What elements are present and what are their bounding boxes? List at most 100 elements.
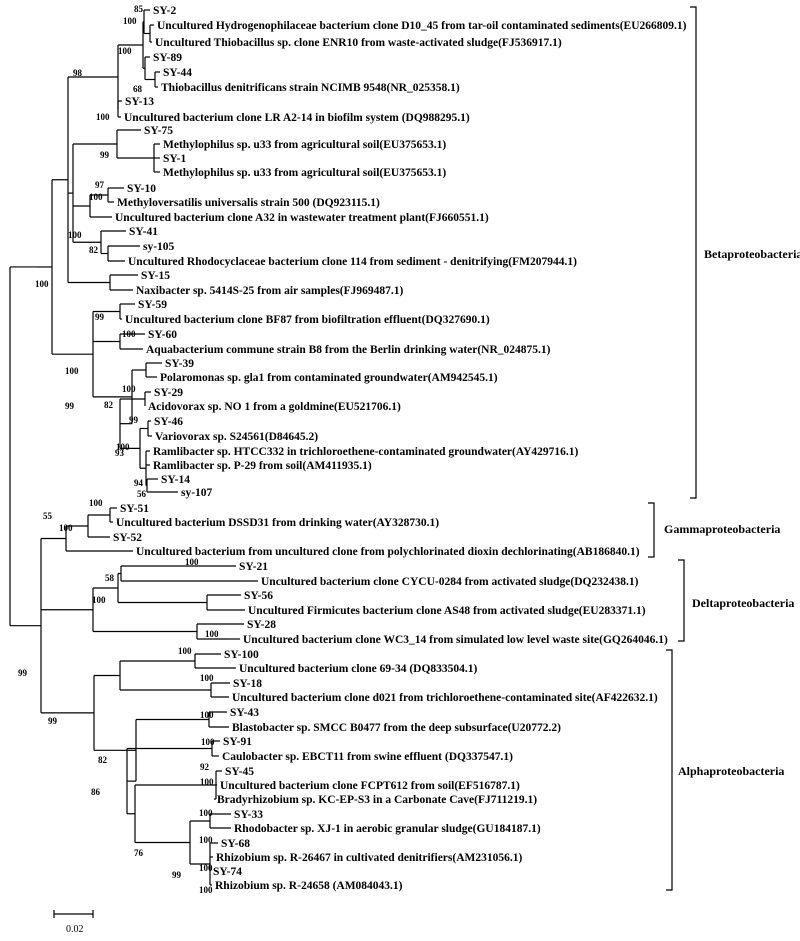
- bootstrap-value: 97: [95, 180, 105, 190]
- leaf-label: SY-39: [165, 358, 194, 370]
- leaf-label: Uncultured bacterium clone d021 from tri…: [232, 692, 658, 704]
- leaf-label: Bradyrhizobium sp. KC-EP-S3 in a Carbona…: [217, 794, 537, 806]
- leaf-label: sy-107: [181, 487, 213, 499]
- leaf-label: SY-15: [141, 270, 170, 282]
- leaf-label: Uncultured bacterium clone WC3_14 from s…: [243, 634, 668, 646]
- leaf-label: Acidovorax sp. NO 1 from a goldmine(EU52…: [148, 401, 401, 413]
- leaf-label: Rhizobium sp. R-26467 in cultivated deni…: [216, 852, 523, 864]
- leaf-label: Rhodobacter sp. XJ-1 in aerobic granular…: [234, 823, 541, 835]
- leaf-label: SY-33: [234, 809, 263, 821]
- leaf-label: SY-1: [163, 153, 186, 165]
- leaf-label: Thiobacillus denitrificans strain NCIMB …: [161, 82, 460, 94]
- leaf-label: Ramlibacter sp. HTCC332 in trichloroethe…: [153, 446, 579, 458]
- bootstrap-value: 99: [48, 716, 58, 726]
- leaf-label: SY-74: [213, 866, 242, 878]
- bootstrap-value: 82: [104, 400, 114, 410]
- bootstrap-value: 100: [201, 737, 215, 747]
- leaf-label: Ramlibacter sp. P-29 from soil(AM411935.…: [153, 460, 372, 472]
- bootstrap-value: 100: [89, 192, 103, 202]
- bootstrap-value: 100: [199, 808, 213, 818]
- bootstrap-value: 98: [73, 68, 83, 78]
- leaf-label: Naxibacter sp. 5414S-25 from air samples…: [136, 285, 404, 297]
- leaf-label: Uncultured bacterium clone BF87 from bio…: [125, 314, 490, 326]
- bracket-deltaproteobacteria: [678, 559, 685, 642]
- bootstrap-value: 100: [199, 863, 213, 873]
- leaf-label: sy-105: [143, 241, 175, 253]
- leaf-label: Uncultured bacterium DSSD31 from drinkin…: [116, 517, 439, 529]
- bootstrap-value: 100: [59, 523, 73, 533]
- clade-brackets: BetaproteobacteriaGammaproteobacteriaDel…: [648, 6, 800, 891]
- leaf-label: SY-44: [163, 67, 192, 79]
- leaf-label: SY-68: [221, 838, 250, 850]
- leaf-label: SY-91: [223, 736, 252, 748]
- bootstrap-value: 99: [65, 401, 75, 411]
- bootstrap-value: 56: [137, 489, 147, 499]
- leaf-label: SY-45: [225, 766, 254, 778]
- leaf-label: SY-13: [125, 96, 154, 108]
- bootstrap-value: 76: [134, 848, 144, 858]
- leaf-label: SY-46: [154, 416, 183, 428]
- bootstrap-value: 99: [129, 415, 139, 425]
- bootstrap-value: 100: [118, 46, 132, 56]
- clade-label: Betaproteobacteria: [704, 247, 800, 261]
- bootstrap-value: 100: [200, 710, 214, 720]
- bootstrap-value: 100: [185, 557, 199, 567]
- leaf-label: SY-10: [127, 183, 156, 195]
- leaf-label: SY-75: [144, 125, 173, 137]
- leaf-label: Methylophilus sp. u33 from agricultural …: [163, 167, 446, 179]
- leaf-label: SY-41: [129, 226, 158, 238]
- tree-branches: [9, 9, 258, 886]
- leaf-label: SY-18: [233, 678, 262, 690]
- bootstrap-value: 85: [134, 4, 144, 14]
- bootstrap-value: 100: [116, 442, 130, 452]
- bootstrap-labels: 85 100 100 98 68 100 99 97 100 100 82 100 99 100 100 10…: [18, 4, 219, 895]
- leaf-label: Blastobacter sp. SMCC B0477 from the dee…: [232, 722, 561, 734]
- leaf-label: Uncultured bacterium clone FCPT612 from …: [220, 780, 520, 792]
- bracket-gammaproteobacteria: [648, 502, 655, 558]
- bracket-alphaproteobacteria: [666, 649, 673, 891]
- leaf-label: Caulobacter sp. EBCT11 from swine efflue…: [222, 751, 513, 763]
- bootstrap-value: 58: [105, 573, 115, 583]
- bootstrap-value: 100: [200, 673, 214, 683]
- scale-bar: 0.02: [53, 910, 94, 935]
- leaf-label: Uncultured bacterium clone LR A2-14 in b…: [124, 112, 470, 124]
- leaf-label: SY-60: [148, 329, 177, 341]
- leaf-label: Methyloversatilis universalis strain 500…: [117, 197, 380, 209]
- leaf-label: SY-59: [138, 299, 167, 311]
- leaf-label: SY-51: [120, 503, 149, 515]
- bootstrap-value: 82: [89, 245, 99, 255]
- leaf-label: Variovorax sp. S24561(D84645.2): [155, 431, 318, 443]
- bootstrap-value: 99: [100, 150, 110, 160]
- bootstrap-value: 86: [91, 787, 101, 797]
- leaf-label: SY-2: [153, 5, 176, 17]
- bootstrap-value: 99: [18, 668, 28, 678]
- leaf-label: SY-21: [239, 561, 268, 573]
- bootstrap-value: 100: [92, 595, 106, 605]
- bootstrap-value: 100: [65, 366, 79, 376]
- clade-label: Gammaproteobacteria: [664, 522, 780, 536]
- bootstrap-value: 99: [172, 870, 182, 880]
- bootstrap-value: 100: [96, 112, 110, 122]
- bootstrap-value: 100: [122, 329, 136, 339]
- leaf-label: SY-89: [153, 52, 182, 64]
- bootstrap-value: 100: [205, 629, 219, 639]
- bootstrap-value: 94: [134, 478, 144, 488]
- bootstrap-value: 100: [35, 279, 49, 289]
- leaf-label: Uncultured Hydrogenophilaceae bacterium …: [157, 20, 687, 32]
- bootstrap-value: 82: [98, 755, 108, 765]
- clade-label: Deltaproteobacteria: [692, 596, 794, 610]
- leaf-label: Uncultured bacterium from uncultured clo…: [136, 546, 640, 558]
- bootstrap-value: 99: [95, 312, 105, 322]
- leaf-label: Uncultured Firmicutes bacterium clone AS…: [248, 605, 646, 617]
- leaf-label: Uncultured Rhodocyclaceae bacterium clon…: [128, 256, 577, 268]
- leaf-label: Uncultured bacterium clone CYCU-0284 fro…: [261, 576, 639, 588]
- bootstrap-value: 93: [115, 448, 125, 458]
- bootstrap-value: 100: [123, 16, 137, 26]
- leaf-label: Aquabacterium commune strain B8 from the…: [146, 344, 551, 356]
- leaf-label: Rhizobium sp. R-24658 (AM084043.1): [215, 880, 403, 892]
- bootstrap-value: 68: [133, 84, 143, 94]
- leaf-label: SY-28: [247, 619, 276, 631]
- leaf-label: SY-14: [161, 474, 190, 486]
